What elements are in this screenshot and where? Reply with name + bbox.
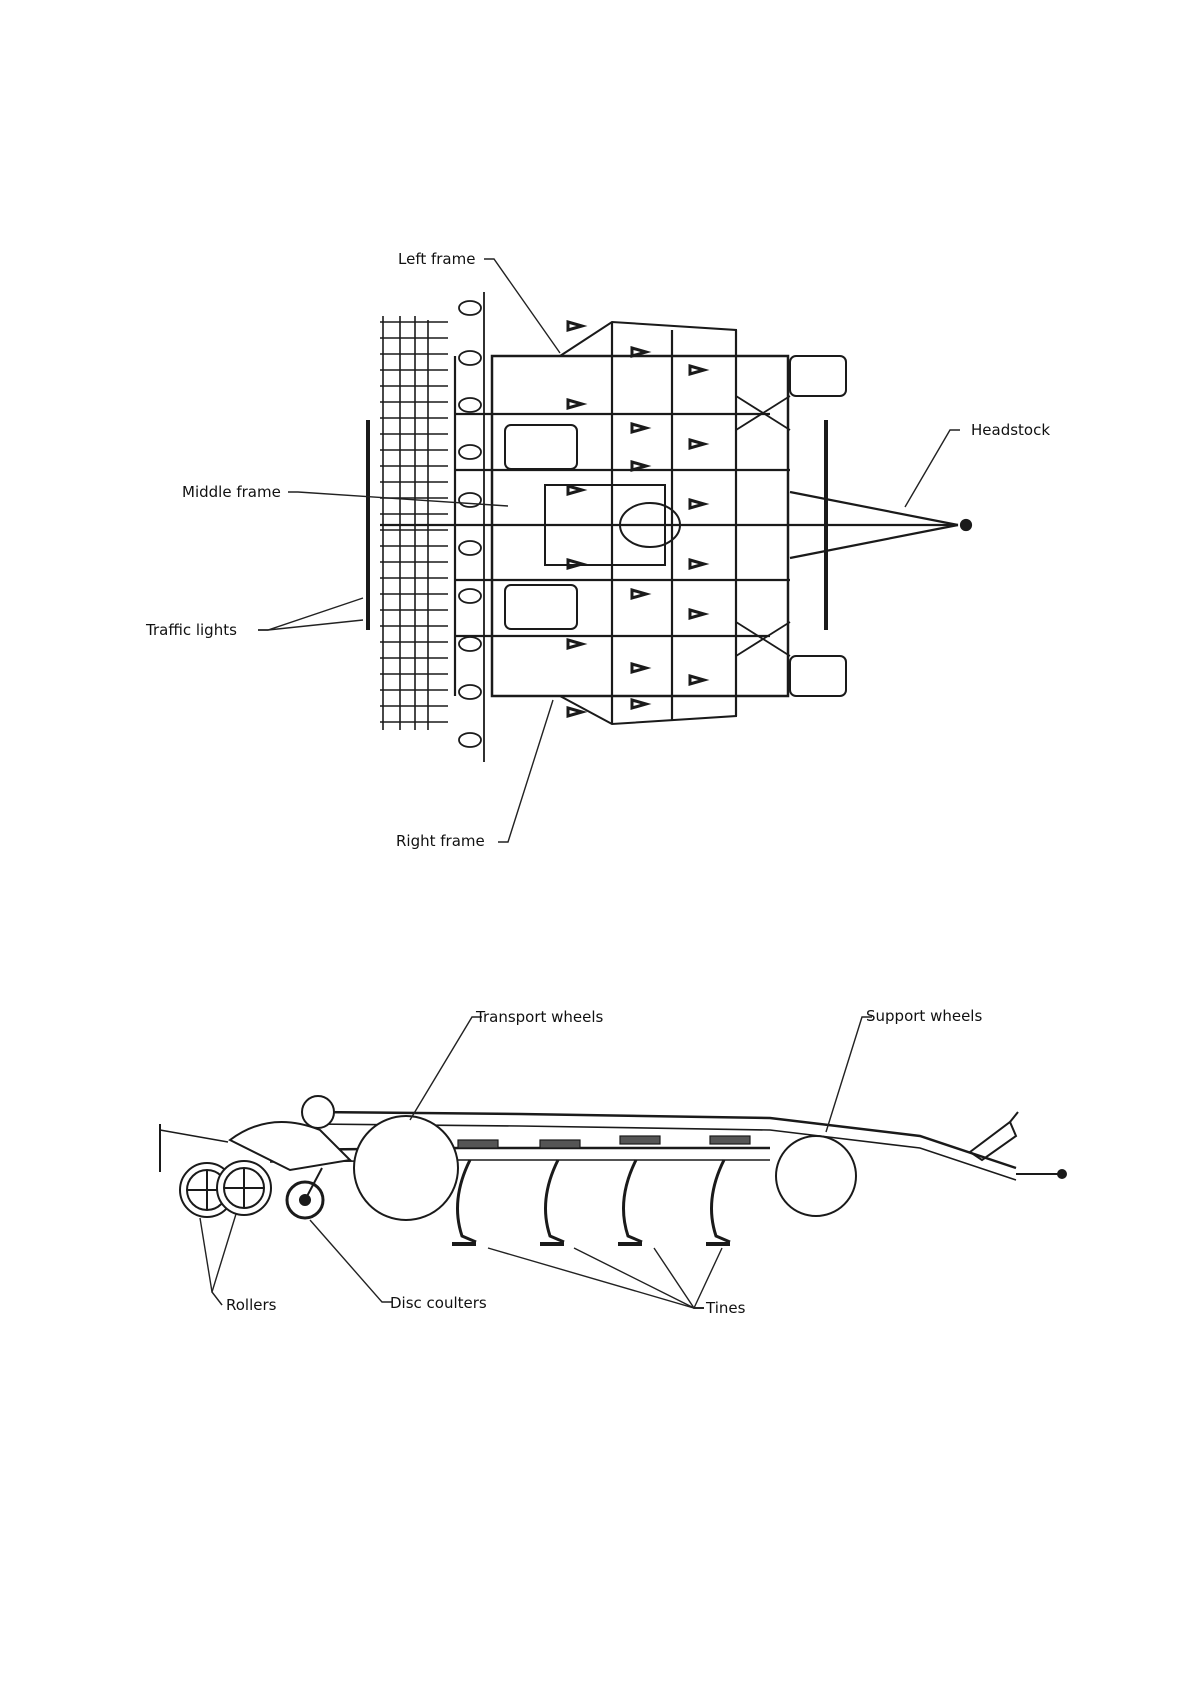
rear-harrow-comb: [380, 316, 448, 730]
front-wheel-left: [790, 356, 846, 396]
lower-frame-beam: [270, 1148, 770, 1150]
tine-springs: [458, 1136, 750, 1148]
label-tines: Tines: [705, 1299, 746, 1317]
transport-wheel: [354, 1116, 458, 1220]
label-disc-coulters: Disc coulters: [390, 1294, 487, 1312]
side-view: [160, 1096, 1066, 1244]
tine-rows: [568, 322, 704, 716]
right-frame-wing: [560, 696, 736, 724]
left-frame-wing: [560, 322, 736, 356]
frame-cross-members: [380, 322, 790, 724]
label-middle-frame: Middle frame: [182, 483, 281, 501]
label-left-frame: Left frame: [398, 250, 475, 268]
middle-frame-lower-panel: [505, 585, 577, 629]
label-traffic-lights: Traffic lights: [145, 621, 237, 639]
disc-coulter: [287, 1168, 323, 1218]
middle-frame-upper-panel: [505, 425, 577, 469]
top-view: [368, 292, 971, 762]
tines: [452, 1160, 730, 1244]
headstock-drawbar: [790, 492, 971, 558]
top-view-leaders: [258, 259, 960, 842]
support-wheel: [776, 1136, 856, 1216]
label-support-wheels: Support wheels: [866, 1007, 982, 1025]
label-rollers: Rollers: [226, 1296, 277, 1314]
label-headstock: Headstock: [971, 421, 1050, 439]
label-transport-wheels: Transport wheels: [475, 1008, 604, 1026]
label-right-frame: Right frame: [396, 832, 485, 850]
disc-coulter-column: [459, 292, 484, 762]
front-wheel-right: [790, 656, 846, 696]
front-hitch: [970, 1112, 1066, 1178]
roller-pair: [180, 1161, 271, 1217]
